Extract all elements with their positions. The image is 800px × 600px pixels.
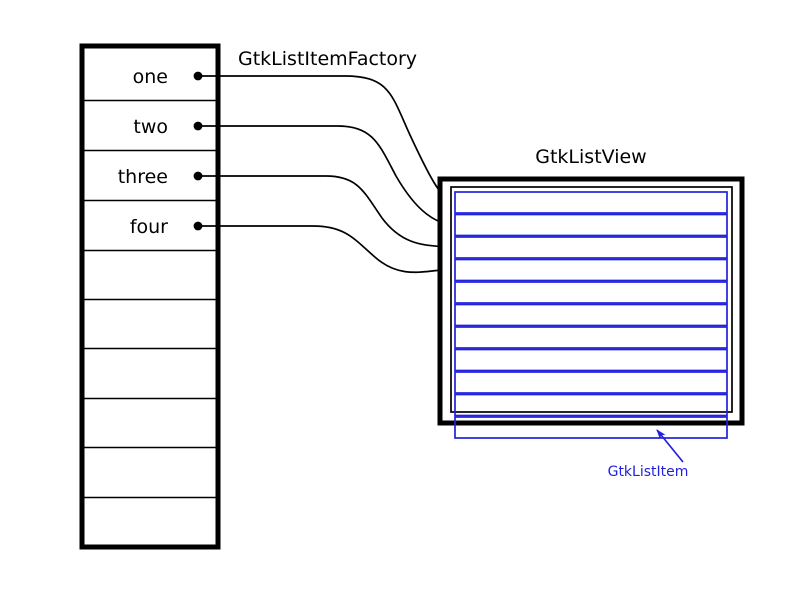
listview-outer-border bbox=[437, 176, 745, 426]
list-item[interactable] bbox=[454, 326, 728, 349]
connector-curve-one bbox=[200, 75, 453, 204]
list-model-row-label-three: three bbox=[118, 166, 168, 188]
connector-curve-two bbox=[200, 125, 453, 228]
list-item[interactable] bbox=[454, 393, 728, 417]
list-model-row-bullet bbox=[193, 221, 203, 231]
list-item[interactable] bbox=[454, 191, 728, 214]
list-model-box: one two three four bbox=[79, 43, 221, 550]
list-item[interactable] bbox=[454, 303, 728, 327]
list-item[interactable] bbox=[454, 281, 728, 304]
list-item[interactable] bbox=[454, 371, 728, 394]
list-model-row-bullet bbox=[193, 121, 203, 131]
factory-connectors bbox=[200, 75, 453, 274]
list-item[interactable] bbox=[454, 213, 728, 237]
list-model-row-bullet bbox=[193, 171, 203, 181]
listitem-group bbox=[454, 191, 728, 439]
list-model-row-label-two: two bbox=[133, 116, 168, 138]
connector-curve-four bbox=[200, 225, 453, 274]
list-model-row-label-four: four bbox=[130, 216, 168, 238]
listview-inner-border bbox=[450, 186, 733, 413]
listitem-annotation-label: GtkListItem bbox=[608, 464, 689, 480]
list-item[interactable] bbox=[454, 348, 728, 372]
listitem-annotation-arrow bbox=[656, 429, 684, 463]
list-item-overflowing[interactable] bbox=[454, 416, 728, 439]
connector-curve-three bbox=[200, 175, 453, 250]
listview-box bbox=[437, 176, 745, 426]
list-model-outer-border bbox=[79, 43, 221, 550]
listview-title-label: GtkListView bbox=[535, 146, 646, 168]
list-model-row-bullet bbox=[193, 71, 203, 81]
factory-title-label: GtkListItemFactory bbox=[238, 48, 417, 70]
list-model-row-label-one: one bbox=[133, 66, 168, 88]
listitem-annotation: GtkListItem bbox=[608, 429, 689, 480]
list-item[interactable] bbox=[454, 236, 728, 259]
list-item[interactable] bbox=[454, 258, 728, 282]
